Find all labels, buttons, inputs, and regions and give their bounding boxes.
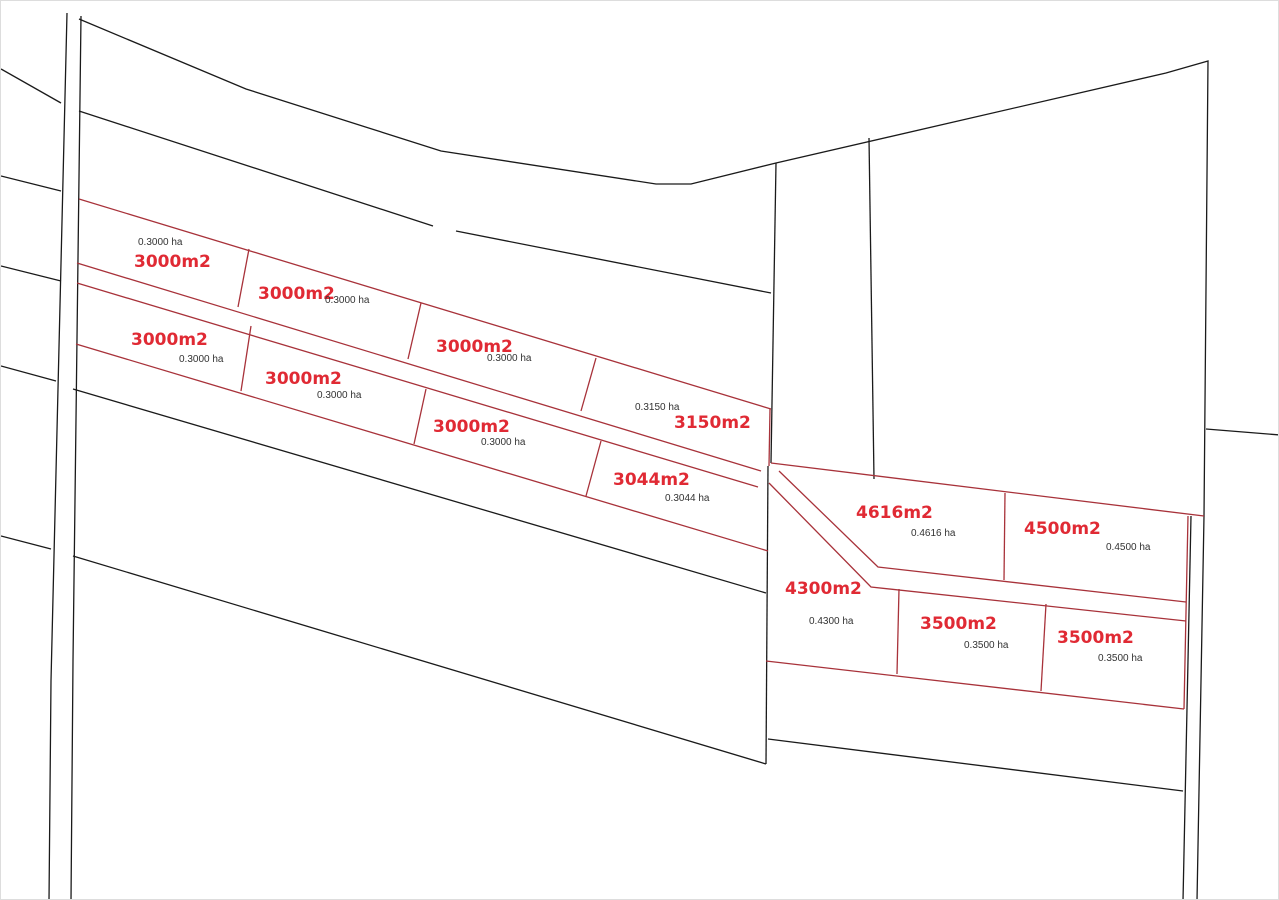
plot-13-ha: 0.3500 ha	[1098, 653, 1143, 664]
boundary-lines	[1, 12, 1278, 899]
plot-13-area: 3500m2	[1057, 628, 1134, 648]
plot-8-ha: 0.3044 ha	[665, 493, 710, 504]
plot-11-ha: 0.4300 ha	[809, 616, 854, 627]
plot-12-ha: 0.3500 ha	[964, 640, 1009, 651]
plot-7-ha: 0.3000 ha	[481, 437, 526, 448]
plot-5-area: 3000m2	[131, 330, 208, 350]
plot-12-area: 3500m2	[920, 614, 997, 634]
plot-2-area: 3000m2	[258, 284, 335, 304]
plot-9-ha: 0.4616 ha	[911, 528, 956, 539]
plot-7-area: 3000m2	[433, 417, 510, 437]
plot-3-area: 3000m2	[436, 337, 513, 357]
plot-3-ha: 0.3000 ha	[487, 353, 532, 364]
plot-labels: 0.3000 ha 3000m2 3000m2 0.3000 ha 3000m2…	[131, 237, 1151, 664]
plot-10-area: 4500m2	[1024, 519, 1101, 539]
plot-4-ha: 0.3150 ha	[635, 402, 680, 413]
plot-10-ha: 0.4500 ha	[1106, 542, 1151, 553]
plot-1-ha: 0.3000 ha	[138, 237, 183, 248]
plot-2-ha: 0.3000 ha	[325, 295, 370, 306]
plot-4-area: 3150m2	[674, 413, 751, 433]
plot-lines	[75, 198, 1205, 710]
plot-5-ha: 0.3000 ha	[179, 354, 224, 365]
plot-9-area: 4616m2	[856, 503, 933, 523]
plot-6-area: 3000m2	[265, 369, 342, 389]
plot-6-ha: 0.3000 ha	[317, 390, 362, 401]
plot-1-area: 3000m2	[134, 252, 211, 272]
plot-11-area: 4300m2	[785, 579, 862, 599]
plot-8-area: 3044m2	[613, 470, 690, 490]
